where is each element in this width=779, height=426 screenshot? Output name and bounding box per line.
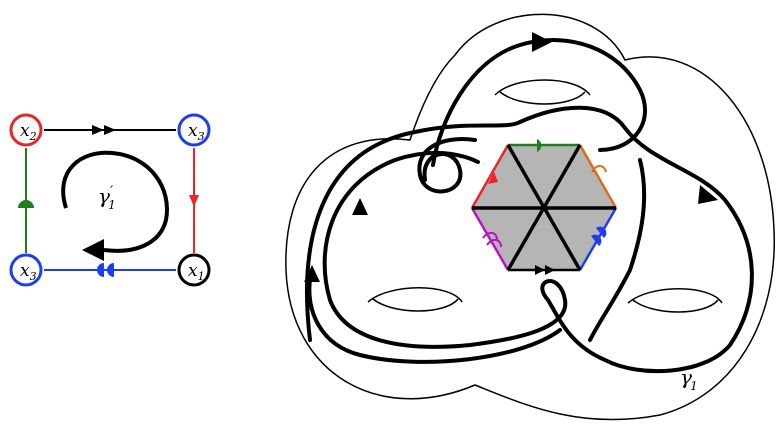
hole-right [628,289,722,312]
vertex-bottom-right: x1 [179,255,209,285]
half-disc-marker-icon [18,200,34,208]
vertex-top-left: x2 [11,115,41,145]
hole-top [495,80,590,104]
curve-arrow-icon [352,198,368,215]
vertex-top-right: x3 [179,115,209,145]
vertex-bottom-left: x3 [11,255,41,285]
curve-arrow-icon [532,32,552,52]
double-arrow-icon [92,125,116,135]
surface-diagram: γ′1 [286,14,774,419]
hexagon [472,139,616,275]
loop-label: γ′1 [98,184,116,212]
arrow-down-icon [189,195,199,207]
square-diagram: x2 x3 x3 x1 γ′1 [11,115,209,285]
loop-arrowhead-icon [82,239,104,261]
curve-label: γ′1 [680,365,698,393]
hole-left [368,288,462,311]
